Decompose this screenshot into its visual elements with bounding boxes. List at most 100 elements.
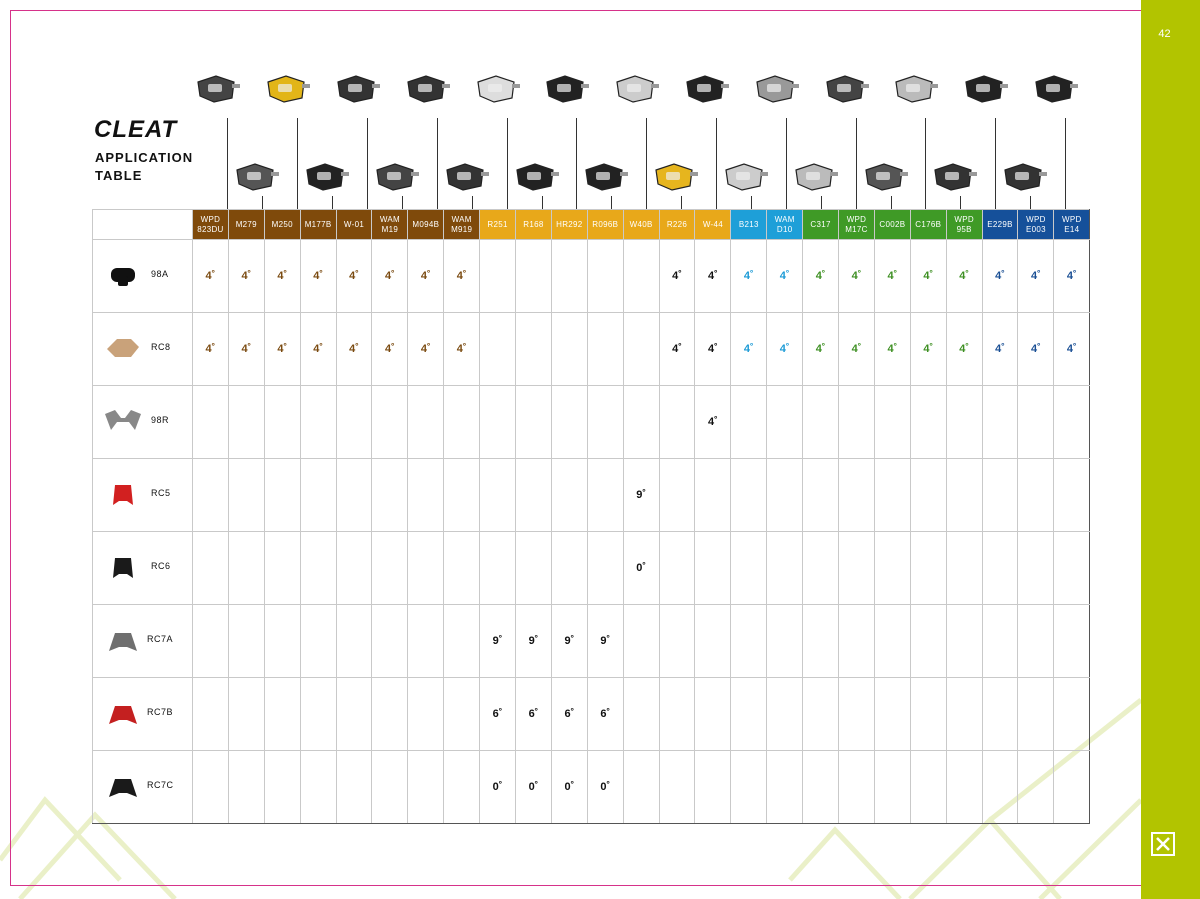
column-header-line-1: C002B [879, 219, 906, 229]
float-value-cell [407, 458, 445, 532]
pedal-19-icon [862, 160, 908, 192]
float-value-cell [192, 458, 229, 532]
float-value-cell: 0˚ [479, 750, 517, 824]
cleat-rc5-icon [105, 481, 141, 507]
float-value-cell: 4˚ [335, 239, 373, 313]
float-value-cell: 4˚ [981, 239, 1019, 313]
pedal-stem [681, 196, 683, 210]
float-value-cell: 4˚ [407, 239, 445, 313]
float-value-cell: 6˚ [479, 677, 517, 751]
float-value-cell [586, 531, 624, 605]
pedal-10-icon [543, 72, 590, 104]
pedal-23-icon [1001, 160, 1048, 192]
float-value-cell [227, 677, 265, 751]
pedal-3-icon [303, 160, 350, 192]
float-value-cell [515, 312, 552, 386]
float-value-cell [622, 750, 660, 824]
column-header-line-1: W40B [629, 219, 653, 229]
float-value-cell [658, 677, 696, 751]
float-value-cell: 4˚ [802, 312, 840, 386]
float-value-cell: 4˚ [945, 312, 983, 386]
column-header-line-1: M094B [412, 219, 440, 229]
float-value-cell: 4˚ [981, 312, 1019, 386]
float-value-cell [586, 458, 624, 532]
pedal-stem [227, 118, 229, 210]
float-value-cell [909, 677, 947, 751]
float-value-cell [335, 750, 373, 824]
page-number: 42 [1158, 28, 1171, 40]
cleat-label: RC7B [147, 707, 174, 717]
float-value-cell [838, 750, 875, 824]
float-value-cell [694, 458, 732, 532]
float-value-cell [766, 677, 804, 751]
float-value-cell: 6˚ [515, 677, 552, 751]
float-value-cell: 9˚ [479, 604, 517, 678]
float-value-cell [192, 385, 229, 459]
float-value-cell [335, 458, 373, 532]
subtitle-line-1: APPLICATION [95, 150, 194, 165]
float-value-cell [981, 531, 1019, 605]
float-value-cell [802, 604, 840, 678]
column-header-line-1: HR292 [556, 219, 583, 229]
column-header-line-1: M177B [304, 219, 332, 229]
column-header-22: E229B [981, 209, 1019, 240]
float-value-cell [550, 239, 588, 313]
pedal-stem [785, 118, 787, 210]
cleat-label: 98A [151, 269, 169, 279]
pedal-0-icon [194, 72, 241, 104]
cleat-rc7c-icon [105, 773, 141, 799]
float-value-cell [945, 458, 983, 532]
float-value-cell [515, 458, 552, 532]
float-value-cell [981, 458, 1019, 532]
float-value-cell [299, 750, 337, 824]
cleat-98r-icon [105, 408, 141, 434]
float-value-cell [407, 604, 445, 678]
pedal-6-icon [404, 72, 450, 104]
float-value-cell [263, 385, 301, 459]
float-value-cell [299, 604, 337, 678]
column-header-line-2: E003 [1025, 224, 1046, 234]
float-value-cell [909, 750, 947, 824]
float-value-cell [658, 458, 696, 532]
pedal-7-icon [443, 160, 489, 192]
column-header-line-1: M250 [271, 219, 293, 229]
float-value-cell: 4˚ [694, 239, 732, 313]
column-header-line-1: E229B [987, 219, 1013, 229]
column-header-line-2: M17C [845, 224, 868, 234]
float-value-cell [981, 750, 1019, 824]
pedal-20-icon [892, 72, 939, 104]
pedal-12-icon [613, 72, 660, 104]
cleat-cell-rc8: RC8 [92, 312, 193, 386]
float-value-cell [1017, 458, 1055, 532]
float-value-cell: 4˚ [192, 239, 229, 313]
pedal-16-icon [753, 72, 799, 104]
float-value-cell [1017, 677, 1055, 751]
pedal-stem [750, 196, 752, 210]
float-value-cell: 4˚ [407, 312, 445, 386]
column-header-line-1: WAM [774, 214, 795, 224]
float-value-cell: 0˚ [622, 531, 660, 605]
float-value-cell: 4˚ [263, 239, 301, 313]
float-value-cell [515, 531, 552, 605]
float-value-cell: 4˚ [909, 239, 947, 313]
float-value-cell [730, 531, 768, 605]
float-value-cell [1017, 604, 1055, 678]
column-header-6: M094B [407, 209, 445, 240]
float-value-cell [407, 677, 445, 751]
column-header-line-2: M19 [381, 224, 399, 234]
float-value-cell [873, 604, 911, 678]
float-value-cell [802, 531, 840, 605]
cleat-label: 98R [151, 415, 170, 425]
float-value-cell [802, 750, 840, 824]
column-header-line-2: 95B [956, 224, 972, 234]
float-value-cell [586, 312, 624, 386]
float-value-cell [263, 604, 301, 678]
column-header-line-1: WPD [846, 214, 867, 224]
float-value-cell [730, 677, 768, 751]
pedal-15-icon [722, 160, 768, 192]
